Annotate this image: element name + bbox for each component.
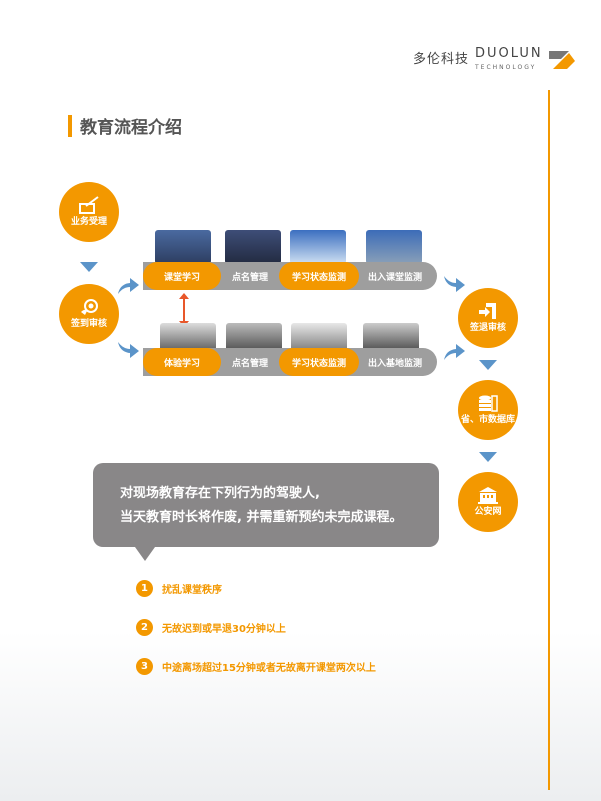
step-status-monitor: 学习状态监测 <box>279 348 359 376</box>
down-arrow-icon <box>479 360 497 370</box>
step-status-monitor: 学习状态监测 <box>279 262 359 290</box>
notice-bubble: 对现场教育存在下列行为的驾驶人, 当天教育时长将作废, 并需重新预约未完成课程。 <box>93 463 439 561</box>
page-title: 教育流程介绍 <box>68 113 182 138</box>
node-sign-out-review: 签退审核 <box>458 288 518 348</box>
node-police-network: 公安网 <box>458 472 518 532</box>
step-base-monitor: 出入基地监测 <box>367 358 422 369</box>
photo-classroom <box>155 230 211 264</box>
accent-line <box>548 90 550 790</box>
bidirectional-arrow-icon <box>179 293 189 327</box>
curved-arrow-icon <box>118 342 139 358</box>
node-sign-in-review: 签到审核 <box>59 284 119 344</box>
down-arrow-icon <box>479 452 497 462</box>
sign-out-icon <box>479 303 496 319</box>
building-icon <box>478 487 498 504</box>
step-roll-call: 点名管理 <box>231 272 268 283</box>
curved-arrow-icon <box>444 276 465 292</box>
step-classroom-study: 课堂学习 <box>143 262 221 290</box>
fingerprint-icon <box>81 299 98 315</box>
background-fade <box>0 631 601 801</box>
curved-arrow-icon <box>118 278 139 294</box>
node-business-acceptance: 业务受理 <box>59 182 119 242</box>
curved-arrow-icon <box>444 344 465 360</box>
logo-mark-icon <box>548 50 575 69</box>
hand-writing-icon <box>79 196 99 214</box>
step-experience-study: 体验学习 <box>143 348 221 376</box>
photo-roll-call <box>225 230 281 264</box>
photo-status-screen <box>290 230 346 264</box>
database-icon <box>479 395 498 412</box>
photo-classroom-entry <box>366 230 422 264</box>
step-roll-call: 点名管理 <box>231 358 268 369</box>
down-arrow-icon <box>80 262 98 272</box>
step-entry-monitor: 出入课堂监测 <box>367 272 422 283</box>
node-database: 省、市数据库 <box>458 380 518 440</box>
